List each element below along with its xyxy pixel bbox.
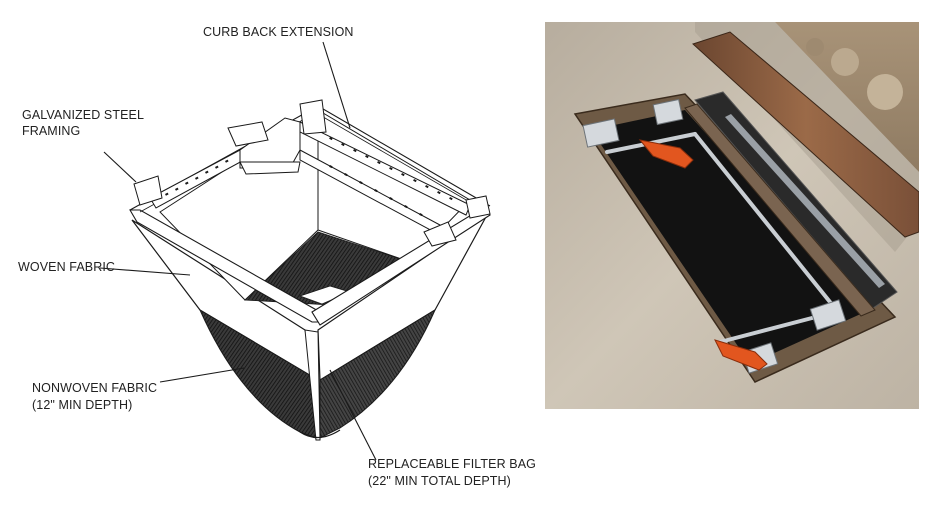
filter-insert-diagram: CURB BACK EXTENSION GALVANIZED STEEL FRA… bbox=[18, 25, 536, 488]
label-replaceable-filter-bag-2: (22" MIN TOTAL DEPTH) bbox=[368, 474, 511, 488]
label-galvanized-steel-framing-2: FRAMING bbox=[22, 124, 80, 138]
label-galvanized-steel-framing-1: GALVANIZED STEEL bbox=[22, 108, 144, 122]
label-nonwoven-fabric-1: NONWOVEN FABRIC bbox=[32, 381, 157, 395]
label-curb-back-extension: CURB BACK EXTENSION bbox=[203, 25, 354, 39]
orange-clips bbox=[638, 139, 768, 371]
curb-back-plate bbox=[692, 31, 919, 238]
divider-rail bbox=[684, 103, 876, 317]
label-woven-fabric: WOVEN FABRIC bbox=[18, 260, 115, 274]
rail-slots bbox=[165, 137, 453, 217]
black-filter-fabric bbox=[591, 110, 865, 364]
label-nonwoven-fabric-2: (12" MIN DEPTH) bbox=[32, 398, 132, 412]
leader-lines bbox=[99, 41, 377, 461]
installed-filter-photo bbox=[545, 22, 919, 409]
label-replaceable-filter-bag-1: REPLACEABLE FILTER BAG bbox=[368, 457, 536, 471]
